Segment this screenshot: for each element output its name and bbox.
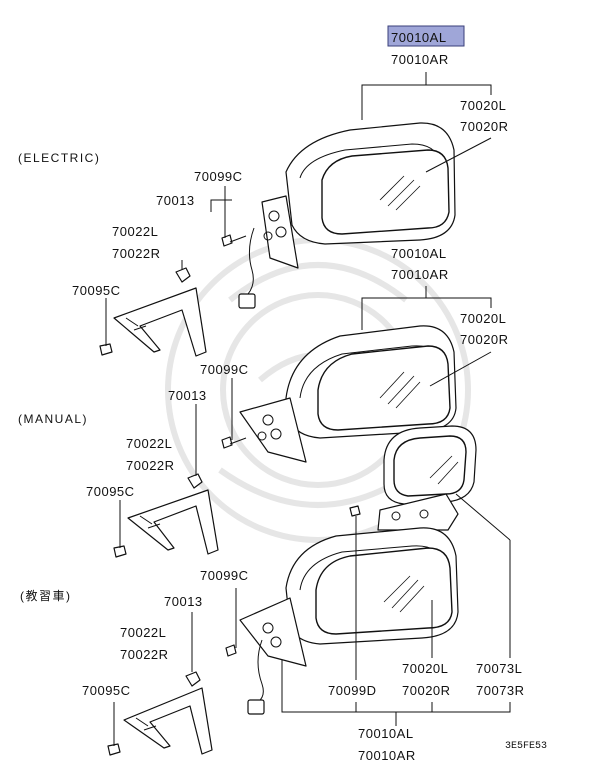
electric-mirror-group	[99, 72, 492, 357]
label-e-glass-l[interactable]: 70020L	[460, 98, 506, 113]
label-e-cover-l[interactable]: 70022L	[112, 224, 158, 239]
manual-mirror-glass	[317, 345, 451, 431]
label-e-screw-c[interactable]: 70099C	[194, 169, 243, 184]
label-i-cover-r[interactable]: 70022R	[120, 647, 169, 662]
label-m-glass-r[interactable]: 70020R	[460, 332, 509, 347]
label-m-clip[interactable]: 70095C	[86, 484, 135, 499]
label-i-nut[interactable]: 70013	[164, 594, 203, 609]
label-e-glass-r[interactable]: 70020R	[460, 119, 509, 134]
instructor-mirror-glass	[315, 547, 453, 635]
label-i-clip[interactable]: 70095C	[82, 683, 131, 698]
label-i-screw-c[interactable]: 70099C	[200, 568, 249, 583]
label-m-screw-c[interactable]: 70099C	[200, 362, 249, 377]
label-i-assy-r[interactable]: 70010AR	[358, 748, 416, 763]
label-e-nut[interactable]: 70013	[156, 193, 195, 208]
manual-inner-cover	[127, 489, 219, 555]
label-m-assy-r[interactable]: 70010AR	[391, 267, 449, 282]
electric-inner-cover	[113, 287, 207, 357]
label-m-glass-l[interactable]: 70020L	[460, 311, 506, 326]
label-i-assy-l[interactable]: 70010AL	[358, 726, 414, 741]
label-top-assy-l[interactable]: 70010AL	[391, 30, 447, 45]
label-m-cover-r[interactable]: 70022R	[126, 458, 175, 473]
label-e-cover-r[interactable]: 70022R	[112, 246, 161, 261]
highlight-box	[387, 25, 465, 47]
instructor-mirror-group	[107, 425, 511, 756]
label-i-glass-l[interactable]: 70020L	[402, 661, 448, 676]
label-m-cover-l[interactable]: 70022L	[126, 436, 172, 451]
label-i-screw-d[interactable]: 70099D	[328, 683, 377, 698]
electric-mirror-glass	[321, 149, 450, 235]
label-top-assy-r[interactable]: 70010AR	[391, 52, 449, 67]
section-manual: (MANUAL)	[18, 412, 88, 426]
label-m-assy-l[interactable]: 70010AL	[391, 246, 447, 261]
label-i-cover-l[interactable]: 70022L	[120, 625, 166, 640]
instructor-inner-cover	[123, 687, 213, 755]
label-i-glass-r[interactable]: 70020R	[402, 683, 451, 698]
section-electric: (ELECTRIC)	[18, 151, 100, 165]
section-instructor: (教習車)	[20, 588, 72, 603]
label-i-aux-l[interactable]: 70073L	[476, 661, 522, 676]
diagram-code: 3E5FE53	[505, 741, 547, 752]
label-m-nut[interactable]: 70013	[168, 388, 207, 403]
label-i-aux-r[interactable]: 70073R	[476, 683, 525, 698]
label-e-clip[interactable]: 70095C	[72, 283, 121, 298]
manual-mirror-group	[113, 286, 492, 558]
